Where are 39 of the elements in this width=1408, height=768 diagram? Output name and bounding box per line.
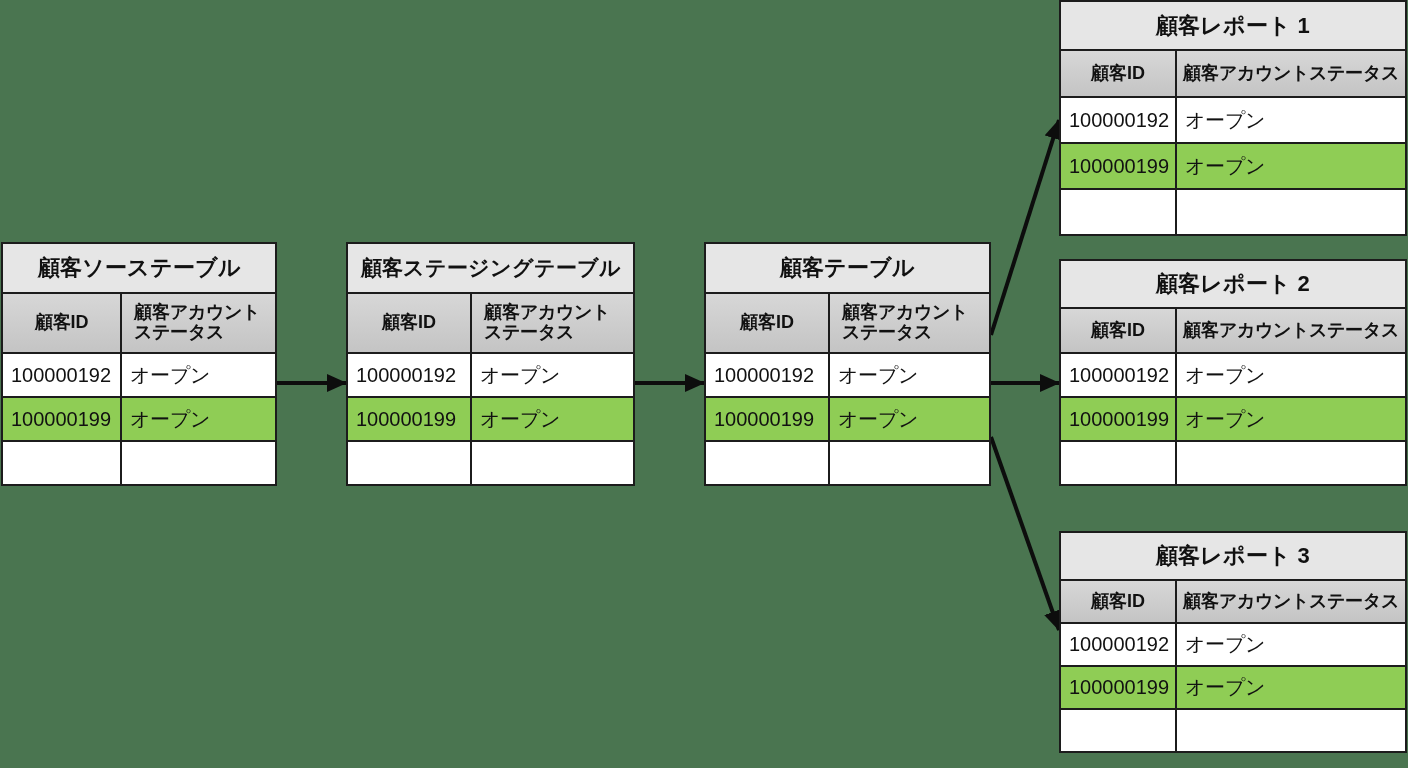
table-title: 顧客テーブル: [706, 244, 989, 292]
data-table: [704, 242, 991, 486]
column-header: 顧客ID: [348, 292, 472, 352]
column-header: 顧客ID: [1061, 307, 1177, 352]
data-table: [1059, 531, 1407, 753]
column-header: 顧客アカウントステータス: [1177, 49, 1405, 96]
table-cell: 100000199: [1061, 665, 1177, 708]
table-cell: オープン: [1177, 142, 1405, 188]
table-cell: 100000199: [1061, 142, 1177, 188]
data-table: [1059, 0, 1407, 236]
table-cell: オープン: [122, 396, 275, 440]
data-table: [346, 242, 635, 486]
table-cell: 100000199: [3, 396, 122, 440]
table-title: 顧客レポート 2: [1061, 261, 1405, 307]
table-cell: オープン: [1177, 665, 1405, 708]
table-title: 顧客レポート 3: [1061, 533, 1405, 579]
table-cell: 100000199: [348, 396, 472, 440]
table-title: 顧客ステージングテーブル: [348, 244, 633, 292]
table-cell: オープン: [472, 396, 633, 440]
arrow: [277, 374, 347, 392]
arrow: [635, 374, 705, 392]
column-header: 顧客ID: [1061, 579, 1177, 622]
table-cell: 100000199: [1061, 396, 1177, 440]
column-header: 顧客アカウントステータス: [122, 292, 275, 352]
table-title: 顧客レポート 1: [1061, 2, 1405, 49]
arrow: [991, 374, 1060, 392]
table-cell: オープン: [1177, 396, 1405, 440]
column-header: 顧客ID: [1061, 49, 1177, 96]
table-cell: オープン: [830, 396, 989, 440]
column-header: 顧客アカウントステータス: [1177, 579, 1405, 622]
column-header: 顧客アカウントステータス: [830, 292, 989, 352]
column-header: 顧客アカウントステータス: [1177, 307, 1405, 352]
data-table: [1059, 259, 1407, 486]
table-title: 顧客ソーステーブル: [3, 244, 275, 292]
column-header: 顧客ID: [706, 292, 830, 352]
column-header: 顧客ID: [3, 292, 122, 352]
data-table: [1, 242, 277, 486]
table-cell: 100000199: [706, 396, 830, 440]
column-header: 顧客アカウントステータス: [472, 292, 633, 352]
